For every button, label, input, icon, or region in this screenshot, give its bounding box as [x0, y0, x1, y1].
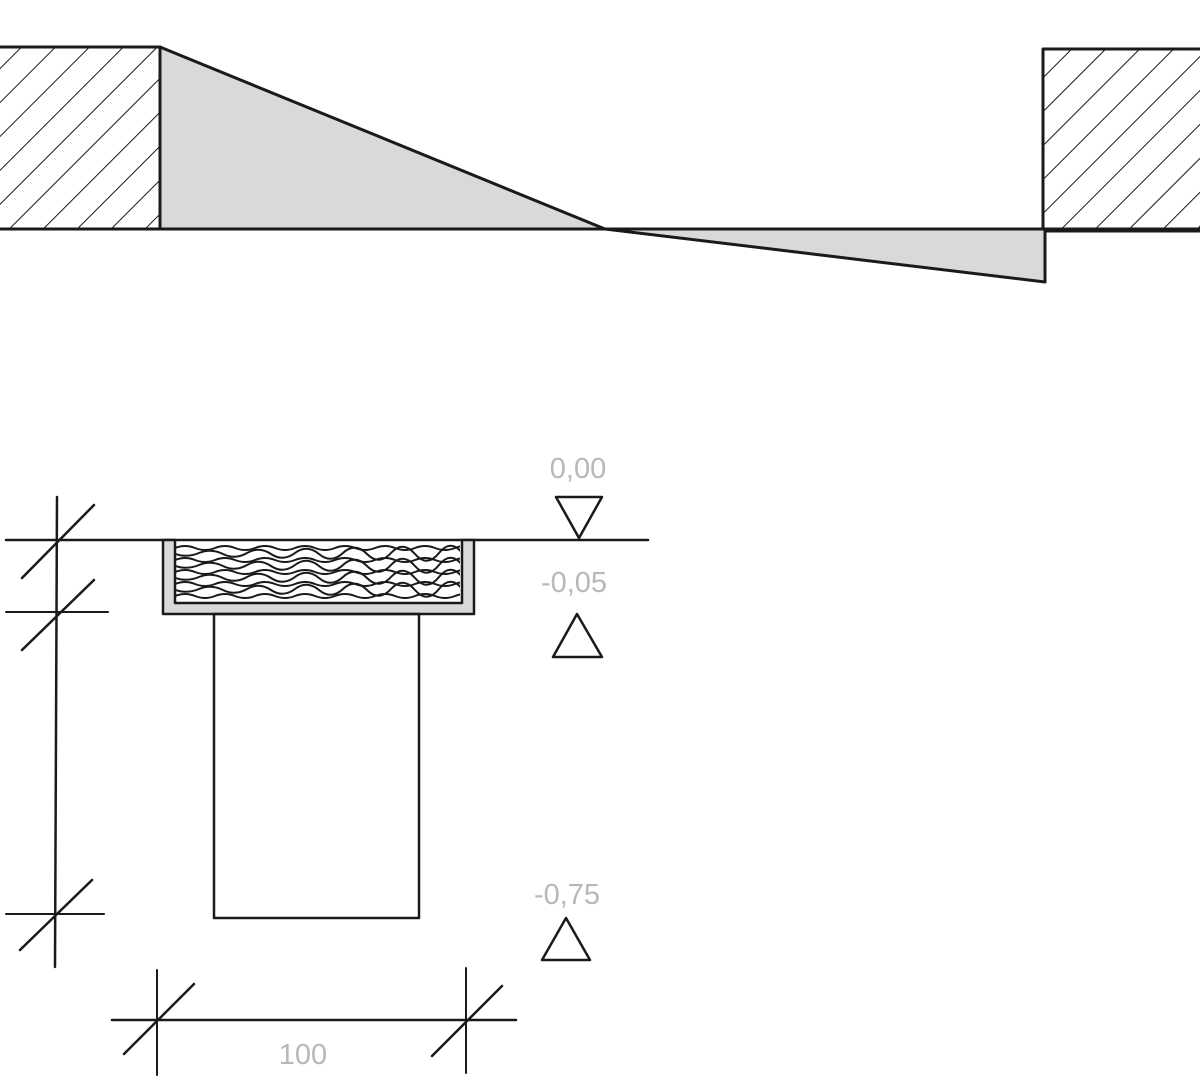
moment-area-right [603, 227, 1047, 284]
horizontal-dimension-chain: 100 [110, 967, 518, 1076]
column-block [212, 612, 421, 920]
width-dimension-label: 100 [279, 1039, 327, 1071]
dimension-tick-icon [20, 503, 96, 580]
left-wall-support [0, 45, 162, 231]
elevation-label-top: 0,00 [550, 453, 606, 485]
elevation-mark-beam: -0,05 [541, 567, 607, 659]
wood-grain-icon [175, 544, 460, 599]
moment-diagram [0, 45, 1200, 284]
dimension-tick-icon [18, 878, 94, 952]
elevation-triangle-icon [551, 612, 604, 659]
section-detail: 100 0,00 -0,05 -0,75 [4, 453, 650, 1076]
moment-area-left [158, 45, 607, 231]
right-wall-support [1041, 47, 1200, 233]
hatched-wall-icon [0, 47, 160, 229]
dimension-tick-icon [430, 984, 504, 1058]
dimension-tick-icon [122, 982, 196, 1056]
elevation-label-base: -0,75 [534, 879, 600, 911]
elevation-triangle-icon [554, 495, 604, 540]
elevation-mark-base: -0,75 [534, 879, 600, 962]
vertical-dimension-chain [5, 495, 109, 969]
elevation-label-beam: -0,05 [541, 567, 607, 599]
hatched-wall-icon [1043, 49, 1200, 231]
beam-channel [161, 538, 476, 616]
dimension-tick-icon [20, 578, 96, 652]
elevation-triangle-icon [540, 916, 592, 962]
elevation-mark-top: 0,00 [550, 453, 606, 540]
